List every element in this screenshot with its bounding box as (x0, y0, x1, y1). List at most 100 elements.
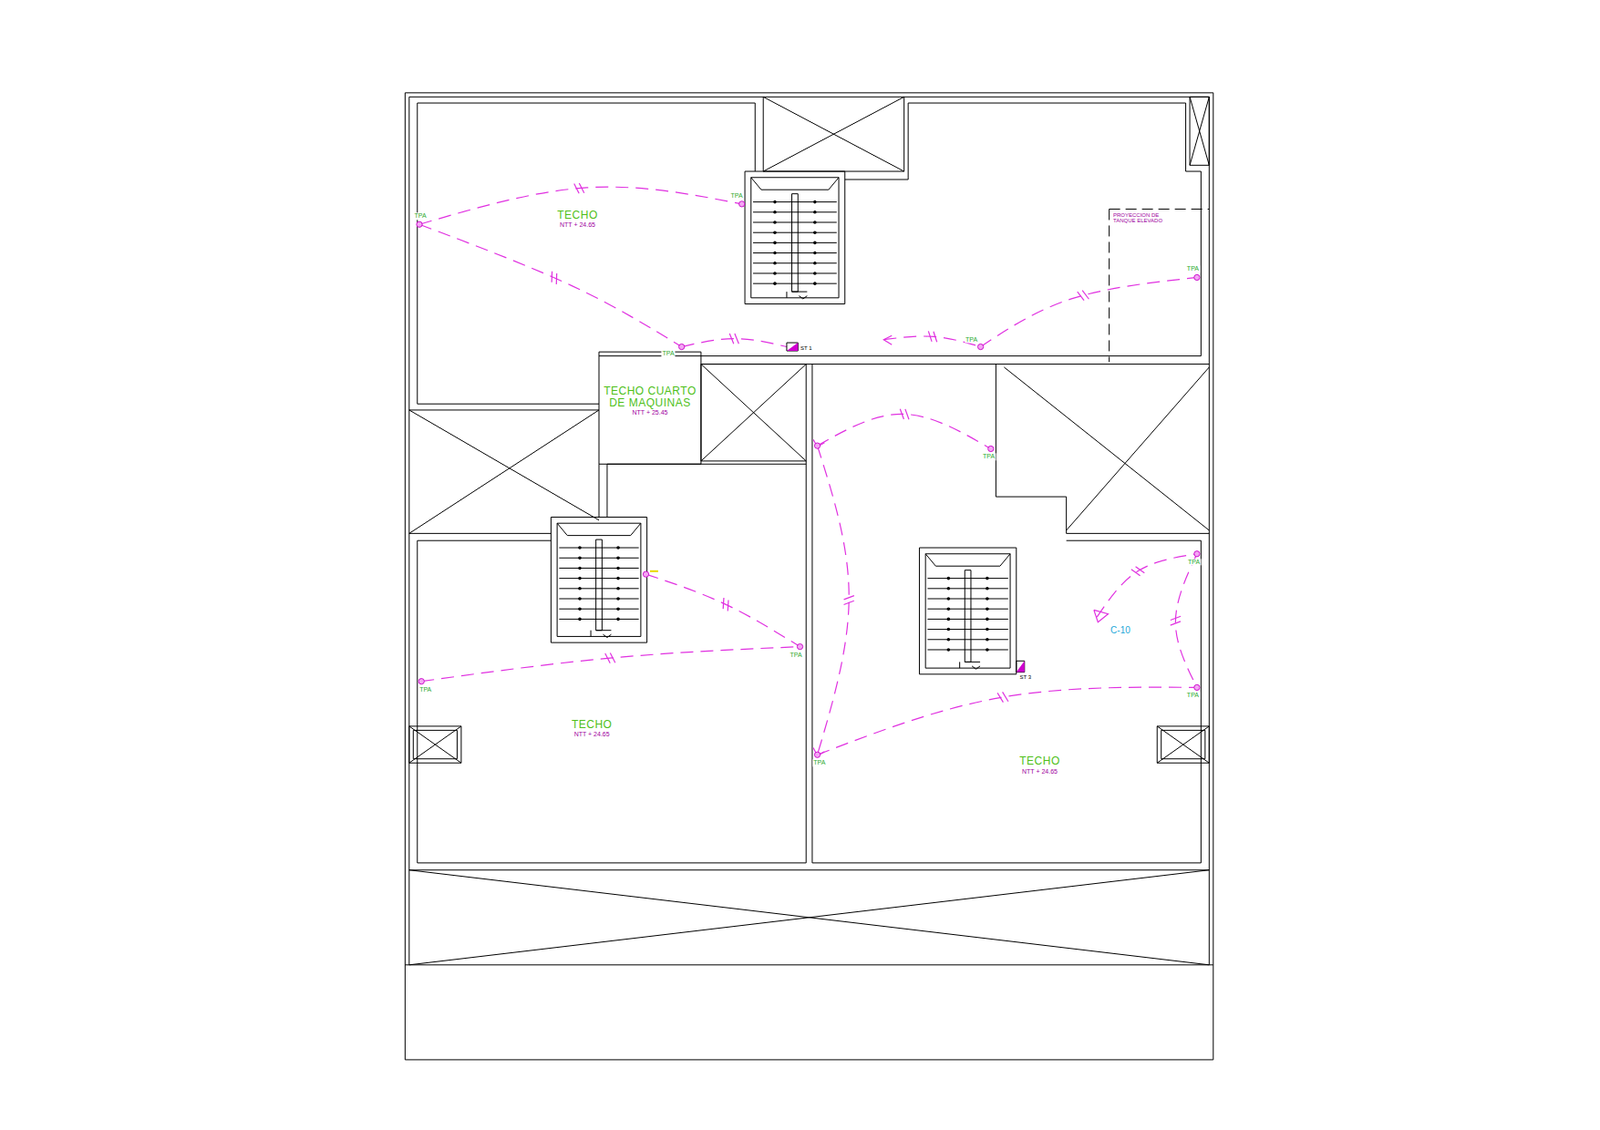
tank-projection (1109, 208, 1210, 210)
stair-node (773, 261, 777, 266)
conductor-tick (844, 600, 855, 605)
ground-wire (817, 445, 850, 755)
roof-label: TECHONTT + 24.65 (1019, 755, 1061, 775)
stair-node (813, 220, 817, 225)
conductor-tick (997, 692, 1003, 702)
stair-step (927, 588, 1008, 589)
stair-node (578, 597, 582, 601)
wall-line (409, 869, 1210, 871)
conductor-tick (734, 333, 740, 344)
test-box-tag: ST 1 (799, 345, 814, 351)
ground-wire (883, 336, 981, 348)
stair-step (753, 242, 837, 244)
circuit-tag: C-10 (1109, 625, 1132, 636)
stair-node (947, 597, 951, 601)
tank-projection (1108, 208, 1110, 362)
stair-step (753, 211, 837, 213)
roof-area: TECHONTT + 24.65 (812, 364, 1201, 864)
stair-node (773, 281, 777, 286)
conductor-tick (928, 330, 932, 341)
ground-point-tag: TPA (661, 350, 676, 358)
wall-line (404, 964, 1213, 966)
stair-step (753, 283, 837, 285)
stair-step (753, 221, 837, 223)
ground-point-tag: TPA (418, 686, 433, 693)
ground-point-tag: TPA (413, 213, 428, 220)
wire-arrow (883, 335, 892, 345)
conductor-tick (1170, 621, 1181, 626)
stair-node (985, 587, 990, 591)
test-box-fill (1016, 660, 1025, 672)
ground-point (814, 752, 820, 758)
ground-point-tag: TPA (981, 454, 996, 461)
wall-line (995, 364, 1209, 535)
stair-node (813, 210, 817, 215)
void-cross (1066, 367, 1210, 531)
stair-step (753, 201, 837, 203)
stair-step (927, 598, 1008, 600)
conductor-tick (556, 273, 558, 285)
ground-point (814, 443, 820, 449)
stair-outline (751, 177, 839, 299)
stair-step (927, 609, 1008, 610)
stair-step (927, 649, 1008, 651)
stair-step (558, 598, 639, 600)
stair-node (578, 546, 582, 550)
conductor-tick (1131, 569, 1141, 577)
test-box-fill (786, 342, 798, 351)
conductor-tick (1135, 567, 1146, 574)
conductor-tick (1082, 290, 1089, 300)
plan-group (404, 92, 1213, 1061)
stair-arrow (971, 666, 981, 670)
conductor-tick (905, 409, 909, 420)
stair-node (813, 230, 817, 235)
void-cross (409, 870, 1210, 966)
wall-line (904, 96, 1210, 98)
ground-point (418, 679, 424, 685)
stair-node (616, 577, 620, 581)
stair-step (558, 588, 639, 589)
stair-outline (918, 547, 1016, 675)
level-note: NTT + 24.65 (571, 731, 613, 739)
stair-landing (935, 566, 1001, 568)
ground-wire (419, 224, 682, 347)
duct-void-cross (409, 726, 462, 764)
stair-step (753, 262, 837, 264)
stair-node (773, 241, 777, 246)
shaft-void-cross (1189, 96, 1209, 166)
conductor-tick (1170, 616, 1181, 620)
wall-line (408, 96, 410, 965)
stair-arrow (590, 630, 592, 638)
stair-landing (567, 535, 630, 537)
stair-node (985, 638, 990, 642)
ground-point (416, 221, 423, 228)
duct-void-cross (1156, 726, 1209, 764)
stair-node (616, 567, 620, 571)
duct-void-cross (409, 726, 462, 764)
stair-step (753, 272, 837, 274)
stair-node (616, 587, 620, 591)
stair-step (558, 619, 639, 620)
stair-node (813, 241, 817, 246)
duct-void-cross (1156, 726, 1209, 764)
stair-step (927, 578, 1008, 579)
stair-rail (964, 570, 971, 663)
ground-wire (1096, 554, 1198, 618)
stair-node (985, 577, 990, 581)
roof-label: TECHONTT + 24.65 (571, 719, 613, 739)
ground-point (739, 201, 745, 207)
ground-point-tag: TPA (730, 192, 744, 199)
stair-arrow (792, 291, 808, 293)
void-cross (409, 870, 1210, 966)
conductor-tick (899, 409, 904, 420)
ground-wire (645, 574, 800, 647)
tank-note: PROYECCION DE TANQUE ELEVADO (1112, 212, 1169, 225)
stair-node (813, 200, 817, 205)
stair-node (616, 618, 620, 622)
stair-node (947, 577, 951, 581)
wall-line (845, 103, 1202, 357)
roof-name: TECHO CUARTO DE MAQUINAS (602, 385, 698, 410)
conductor-tick (551, 271, 554, 283)
roof-name: TECHO (557, 208, 599, 221)
